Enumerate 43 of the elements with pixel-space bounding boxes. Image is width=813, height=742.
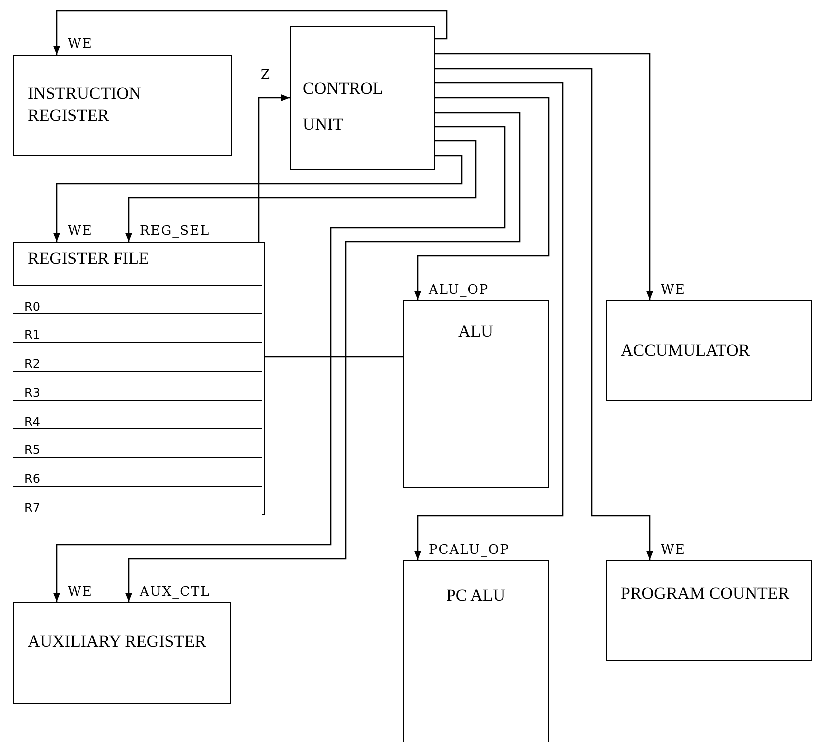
register-row: [12, 342, 262, 371]
signal-arrow: [53, 155, 463, 242]
signal-label: PCALU_OP: [428, 543, 511, 558]
register-box: [13, 602, 231, 704]
box-title: AUXILIARY REGISTER: [28, 631, 206, 653]
register-row: [12, 370, 262, 400]
register-label: R5: [24, 444, 40, 458]
register-label: R7: [24, 502, 40, 515]
signal-arrow: [53, 126, 506, 602]
signal-arrow: [435, 53, 654, 300]
signal-arrow: [414, 97, 550, 300]
register-row: [12, 457, 262, 486]
box-title: REGISTER FILE: [28, 248, 150, 270]
register-label: R6: [24, 473, 40, 486]
register-box: [13, 55, 232, 156]
signal-arrow: [125, 140, 477, 242]
register-label: R4: [24, 416, 40, 428]
box-title: PC ALU: [446, 585, 506, 607]
signal-arrow: [53, 10, 448, 55]
box-title: CONTROL UNIT: [303, 78, 384, 136]
alu-box: [403, 560, 549, 742]
signal-label: REG_SEL: [139, 224, 212, 239]
register-label: R2: [24, 358, 40, 371]
register-label: R3: [24, 386, 40, 400]
register-row: [12, 400, 262, 428]
box-title: ACCUMULATOR: [621, 340, 750, 362]
box-title: ALU: [458, 321, 494, 343]
signal-label: ALU_OP: [428, 283, 490, 298]
register-row: [12, 313, 262, 342]
box-title: INSTRUCTION REGISTER: [28, 83, 142, 127]
register-row: [12, 428, 262, 458]
register-label: R1: [24, 329, 40, 342]
signal-arrow: [125, 112, 521, 602]
register-label: R0: [24, 300, 40, 314]
register-row: [12, 284, 262, 314]
program-counter-box: [606, 560, 812, 661]
control-unit-box: [290, 26, 435, 170]
signal-label: AUX_CTL: [139, 585, 212, 600]
accumulator-box: [606, 300, 812, 401]
alu-box: [403, 300, 549, 488]
signal-arrow: [435, 68, 654, 560]
box-title: PROGRAM COUNTER: [621, 583, 790, 605]
signal-arrow: [414, 82, 564, 560]
